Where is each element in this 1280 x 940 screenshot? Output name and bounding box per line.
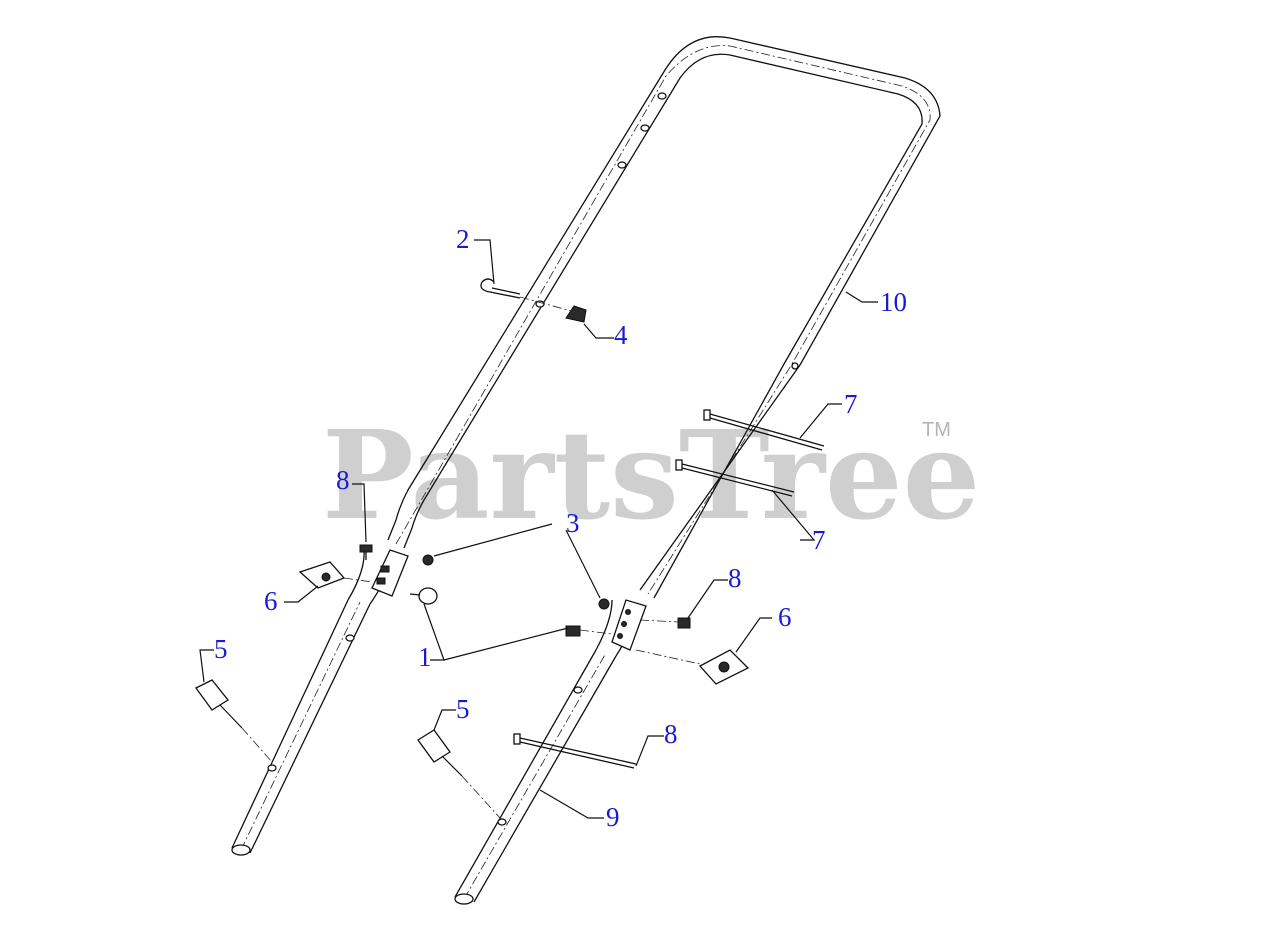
callout-7c: 8	[664, 719, 678, 749]
callout-3: 3	[566, 508, 580, 538]
watermark-trademark: TM	[922, 419, 951, 441]
callout-6b: 6	[778, 602, 792, 632]
knob-left	[298, 561, 373, 589]
cable-tie-3	[513, 733, 637, 769]
knob-right	[635, 649, 750, 685]
bolt-right	[639, 617, 691, 629]
callout-5a: 5	[214, 634, 228, 664]
callout-7a: 7	[844, 389, 858, 419]
cable-guide-hook	[480, 278, 576, 313]
bracket-left	[371, 549, 409, 597]
nut-right	[598, 598, 610, 610]
callout-10: 10	[880, 287, 907, 317]
callout-1: 1	[418, 642, 432, 672]
bolt-left	[359, 544, 373, 560]
callout-8a: 8	[336, 465, 350, 495]
cable-tie-1	[703, 409, 825, 451]
callout-7b: 7	[812, 525, 826, 555]
callout-2: 2	[456, 224, 470, 254]
lower-handle-left	[231, 547, 389, 856]
mount-bolt-right	[417, 729, 501, 819]
callout-6a: 6	[264, 586, 278, 616]
callout-4: 4	[614, 320, 628, 350]
callout-9: 9	[606, 802, 620, 832]
callout-8b: 8	[728, 563, 742, 593]
upper-handle	[387, 36, 941, 599]
callout-5b: 5	[456, 694, 470, 724]
lower-handle-right	[454, 599, 637, 905]
watermark-text: PartsTree	[322, 403, 980, 547]
mount-bolt-left	[195, 679, 273, 763]
callouts: 2 4 10 7 7 8 9 3 1 8 8 6 6 5 5	[214, 224, 907, 832]
carriage-bolt-left	[409, 587, 438, 605]
cable-clip	[565, 305, 587, 323]
watermark: PartsTree TM	[322, 403, 980, 547]
carriage-bolt-right	[565, 625, 613, 637]
leader-lines	[199, 239, 878, 819]
nut-left	[422, 554, 434, 566]
bracket-right	[611, 599, 647, 651]
